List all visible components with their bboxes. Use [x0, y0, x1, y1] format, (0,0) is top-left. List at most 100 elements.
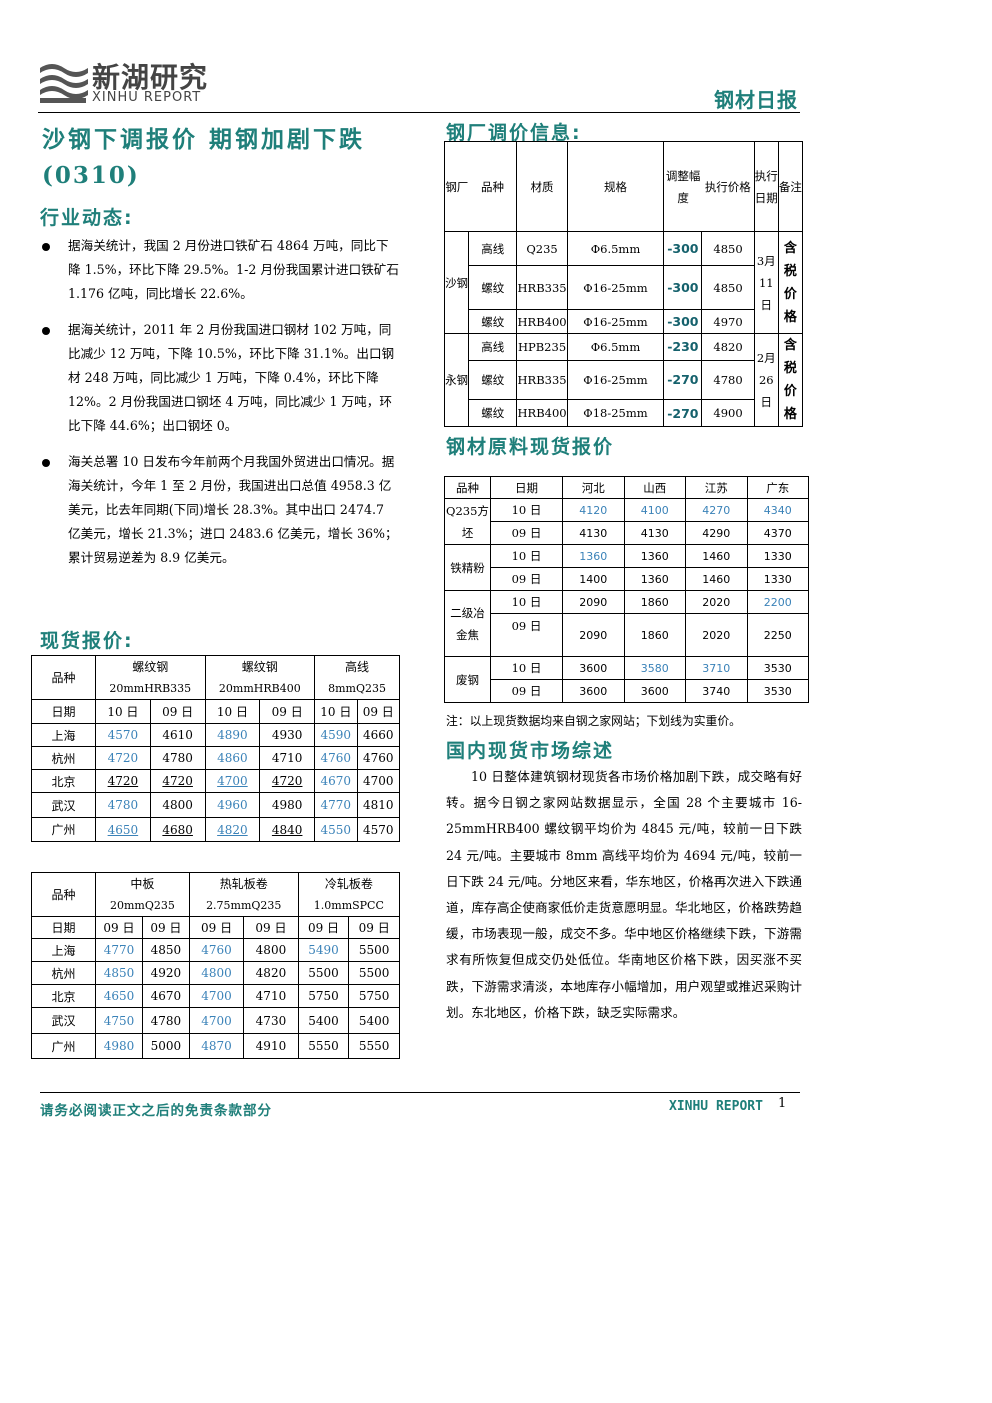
data-source-note: 注：以上现货数据均来自钢之家网站；下划线为实重价。 [446, 714, 741, 728]
price-cell: 3710 [685, 656, 748, 680]
price-cell: 4860 [204, 746, 261, 770]
price-cell: 4770 [314, 792, 358, 818]
material-cell: HRB335 [516, 359, 568, 401]
product-name: 冷轧板卷 [297, 872, 401, 895]
price-cell: 4780 [701, 359, 755, 401]
mill-adjustment-table: 钢厂 品种 材质 规格 调整幅度 执行价格 执行日期 备注 沙钢 高线 Q235… [443, 141, 804, 427]
effective-date: 3月11日 [753, 231, 779, 334]
material-name: 铁精粉 [444, 544, 491, 591]
city-cell: 武汉 [31, 1007, 96, 1034]
price-cell: 4710 [259, 746, 316, 770]
date-cell: 09 日 [95, 916, 143, 939]
disclaimer-notice: 请务必阅读正文之后的免责条款部分 [40, 1103, 272, 1119]
price-cell: 4700 [188, 1007, 245, 1034]
city-cell: 上海 [31, 723, 96, 747]
price-cell: 4780 [141, 1007, 190, 1034]
date-cell: 10 日 [95, 699, 151, 724]
price-cell: 5000 [141, 1033, 190, 1059]
price-cell: 1330 [746, 544, 809, 568]
bullet-icon [42, 243, 50, 251]
price-cell: 4850 [701, 231, 755, 266]
document-type: 钢材日报 [714, 88, 798, 112]
page-number: 1 [778, 1096, 787, 1111]
market-review-heading: 国内现货市场综述 [446, 740, 615, 762]
price-cell: 5400 [297, 1007, 350, 1034]
price-cell: 5750 [297, 984, 350, 1008]
effective-date: 2月26日 [753, 333, 779, 427]
material-cell: HPB235 [516, 333, 568, 361]
price-cell: 4800 [188, 961, 245, 985]
price-cell: 4720 [95, 746, 151, 770]
price-cell: 5550 [348, 1033, 400, 1059]
table-row: 废钢 10 日 3600 3580 3710 3530 [444, 656, 809, 703]
price-cell: 1460 [685, 544, 748, 568]
news-item: 海关总署 10 日发布今年前两个月我国外贸进出口情况。据海关统计，今年 1 至 … [40, 450, 400, 570]
price-cell: 3580 [623, 656, 686, 680]
logo-chinese-text: 新湖研究 [92, 61, 209, 94]
adjust-cell: -300 [663, 309, 703, 334]
price-cell: 4670 [141, 984, 190, 1008]
price-cell: 4670 [314, 769, 358, 793]
price-cell: 4270 [685, 498, 748, 522]
product-name: 热轧板卷 [188, 872, 299, 895]
product-name: 中板 [95, 872, 190, 895]
price-cell: 1360 [562, 544, 625, 568]
price-cell: 1360 [623, 544, 686, 568]
price-cell: 3600 [562, 679, 625, 703]
date-cell: 09 日 [243, 916, 299, 939]
date-cell: 10 日 [490, 656, 563, 680]
news-item: 据海关统计，我国 2 月份进口铁矿石 4864 万吨，同比下降 1.5%，环比下… [40, 234, 400, 306]
date-cell: 09 日 [259, 699, 316, 724]
material-name: Q235方坯 [444, 498, 491, 545]
price-cell: 5400 [348, 1007, 400, 1034]
price-cell: 4680 [149, 817, 206, 842]
date-cell: 09 日 [348, 916, 400, 939]
date-label: 日期 [31, 916, 96, 939]
header-mill: 钢厂 [443, 141, 469, 232]
product-cell: 螺纹 [468, 265, 518, 310]
table-row: 螺纹 HRB400 Φ16-25mm -300 4970 [445, 309, 803, 334]
price-cell: 4570 [95, 723, 151, 747]
adjust-cell: -300 [663, 231, 703, 266]
price-cell: 4850 [95, 961, 143, 985]
table-row: 二级冶金焦 10 日 2090 1860 2020 2200 [444, 590, 809, 657]
price-cell: 4660 [356, 723, 401, 747]
price-cell: 1860 [623, 590, 686, 614]
price-cell: 4930 [259, 723, 316, 747]
price-cell: 4800 [243, 938, 299, 962]
product-name: 螺纹钢 [204, 655, 316, 678]
adjust-cell: -270 [663, 399, 703, 427]
raw-material-heading: 钢材原料现货报价 [446, 436, 615, 458]
header-cell: 品种 [444, 476, 491, 499]
price-cell: 4550 [314, 817, 358, 842]
city-cell: 北京 [31, 769, 96, 793]
industry-heading: 行业动态: [40, 207, 134, 229]
price-cell: 1460 [685, 567, 748, 591]
date-cell: 09 日 [490, 521, 563, 545]
date-cell: 10 日 [490, 498, 563, 522]
mill-adjustment-heading: 钢厂调价信息: [446, 122, 582, 144]
table-row: 09 日 1400 1360 1460 1330 [445, 567, 809, 591]
product-spec: 2.75mmQ235 [188, 894, 299, 917]
price-cell: 4840 [259, 817, 316, 842]
table-row: 上海 4770 4850 4760 4800 5490 5500 [31, 938, 400, 962]
spec-cell: Φ16-25mm [566, 359, 665, 401]
table-row: 广州 4980 5000 4870 4910 5550 5550 [31, 1033, 400, 1059]
price-cell: 4720 [95, 769, 151, 793]
table-row: 螺纹 HRB335 Φ16-25mm -300 4850 [445, 265, 803, 310]
market-review-text: 10 日整体建筑钢材现货各市场价格加剧下跌，成交略有好转。据今日钢之家网站数据显… [446, 769, 802, 1020]
material-name: 废钢 [444, 656, 491, 703]
price-cell: 4890 [204, 723, 261, 747]
adjust-cell: -270 [663, 359, 703, 401]
header-cell: 江苏 [685, 476, 748, 499]
product-spec: 8mmQ235 [314, 677, 400, 700]
price-cell: 4900 [701, 399, 755, 427]
price-cell: 3530 [746, 679, 809, 703]
product-spec: 1.0mmSPCC [297, 894, 401, 917]
table-corner: 品种 [31, 872, 96, 917]
table-row: 北京 4650 4670 4700 4710 5750 5750 [31, 984, 400, 1008]
price-cell: 4910 [243, 1033, 299, 1059]
price-cell: 4100 [623, 498, 686, 522]
material-cell: HRB400 [516, 309, 568, 334]
price-cell: 4960 [204, 792, 261, 818]
